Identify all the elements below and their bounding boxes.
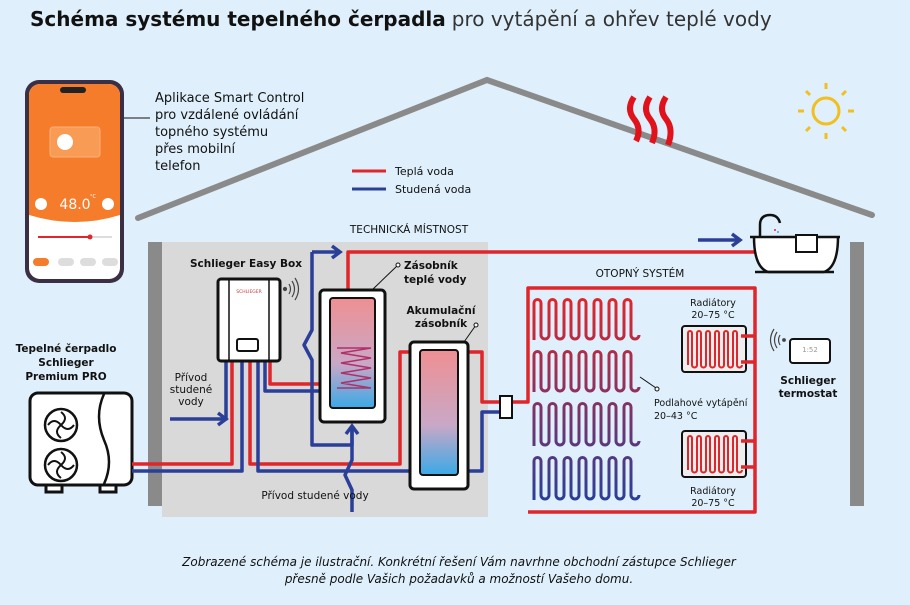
svg-text:1:52: 1:52 bbox=[802, 346, 818, 354]
svg-text:topného systému: topného systému bbox=[155, 125, 268, 140]
thermostat-device: 1:52 bbox=[789, 338, 831, 364]
legend-hot-label: Teplá voda bbox=[394, 165, 454, 178]
svg-text:20–75 °C: 20–75 °C bbox=[691, 310, 735, 321]
heating-system-label: OTOPNÝ SYSTÉM bbox=[596, 267, 685, 280]
radiator-top-label: Radiátory 20–75 °C bbox=[690, 298, 736, 321]
plus-button[interactable] bbox=[102, 198, 114, 210]
svg-text:Přívod: Přívod bbox=[175, 372, 208, 384]
sun-icon bbox=[798, 83, 854, 139]
svg-text:SCHLIEGER: SCHLIEGER bbox=[236, 289, 262, 295]
floor-heating-label: Podlahové vytápění 20–43 °C bbox=[654, 398, 748, 422]
easy-box-unit: SCHLIEGER bbox=[216, 277, 282, 363]
dhw-pointer bbox=[371, 264, 399, 291]
svg-text:přes mobilní: přes mobilní bbox=[155, 142, 236, 157]
footer-note: Zobrazené schéma je ilustrační. Konkrétn… bbox=[181, 555, 737, 586]
svg-text:zásobník: zásobník bbox=[415, 318, 468, 330]
heat-waves-icon bbox=[627, 95, 674, 147]
smart-control-phone: 48.0 °C bbox=[25, 80, 124, 283]
svg-text:termostat: termostat bbox=[779, 388, 838, 400]
phone-unit: °C bbox=[90, 194, 97, 200]
legend-cold-label: Studená voda bbox=[395, 183, 471, 196]
fan-icon bbox=[57, 134, 73, 150]
heat-pump-unit bbox=[28, 391, 134, 494]
buffer-tank bbox=[408, 340, 470, 491]
roof bbox=[135, 76, 875, 221]
buffer-tank-label: Akumulační zásobník bbox=[407, 305, 477, 330]
technical-room-label: TECHNICKÁ MÍSTNOST bbox=[349, 223, 469, 236]
bathtub-icon bbox=[750, 213, 840, 274]
svg-text:Radiátory: Radiátory bbox=[690, 486, 736, 497]
svg-text:20–43 °C: 20–43 °C bbox=[654, 411, 698, 422]
wireless-signal-icon bbox=[769, 328, 786, 352]
radiator-bottom bbox=[681, 430, 755, 478]
svg-text:telefon: telefon bbox=[155, 159, 200, 174]
svg-text:Aplikace Smart Control: Aplikace Smart Control bbox=[155, 91, 304, 106]
svg-text:vody: vody bbox=[178, 396, 204, 408]
svg-text:Zobrazené schéma je ilustrační: Zobrazené schéma je ilustrační. Konkrétn… bbox=[181, 555, 737, 569]
svg-text:Premium PRO: Premium PRO bbox=[25, 371, 106, 383]
svg-text:Zásobník: Zásobník bbox=[404, 260, 459, 272]
cold-inlet-left-label: Přívod studené vody bbox=[170, 372, 212, 408]
radiator-top bbox=[681, 325, 755, 373]
svg-text:studené: studené bbox=[170, 384, 212, 396]
easy-box-label: Schlieger Easy Box bbox=[190, 258, 302, 270]
fan-icon bbox=[43, 407, 79, 443]
svg-text:pro vzdálené ovládání: pro vzdálené ovládání bbox=[155, 108, 299, 123]
thermostat-label: Schlieger termostat bbox=[779, 375, 838, 400]
temperature-slider[interactable] bbox=[87, 234, 93, 240]
svg-text:20–75 °C: 20–75 °C bbox=[691, 498, 735, 509]
svg-text:přesně podle Vašich požadavků: přesně podle Vašich požadavků a možností… bbox=[284, 572, 633, 586]
distributor-valve bbox=[499, 395, 513, 419]
heat-pump-label: Tepelné čerpadlo Schlieger Premium PRO bbox=[16, 343, 117, 383]
phone-temperature: 48.0 bbox=[59, 197, 90, 213]
svg-text:teplé vody: teplé vody bbox=[404, 274, 467, 286]
flow-arrows bbox=[216, 232, 743, 436]
dhw-tank bbox=[318, 288, 387, 424]
svg-text:Radiátory: Radiátory bbox=[690, 298, 736, 309]
wifi-icon bbox=[282, 277, 300, 301]
floor-heating-coil bbox=[532, 298, 641, 501]
hot-pipes bbox=[132, 250, 757, 514]
svg-text:Podlahové vytápění: Podlahové vytápění bbox=[654, 398, 748, 409]
radiator-bottom-label: Radiátory 20–75 °C bbox=[690, 486, 736, 509]
svg-text:Schlieger: Schlieger bbox=[38, 357, 94, 369]
app-caption: Aplikace Smart Control pro vzdálené ovlá… bbox=[155, 91, 304, 174]
right-wall bbox=[850, 242, 864, 506]
dhw-tank-label: Zásobník teplé vody bbox=[404, 260, 467, 286]
svg-text:Tepelné čerpadlo: Tepelné čerpadlo bbox=[16, 343, 117, 355]
cold-inlet-bottom-label: Přívod studené vody bbox=[261, 490, 368, 502]
cold-pipes bbox=[132, 238, 738, 512]
svg-text:Schlieger: Schlieger bbox=[780, 375, 836, 387]
left-wall bbox=[148, 242, 162, 506]
svg-text:Akumulační: Akumulační bbox=[407, 305, 477, 317]
fan-icon bbox=[43, 447, 79, 483]
minus-button[interactable] bbox=[35, 198, 47, 210]
heating-coil bbox=[337, 347, 372, 389]
